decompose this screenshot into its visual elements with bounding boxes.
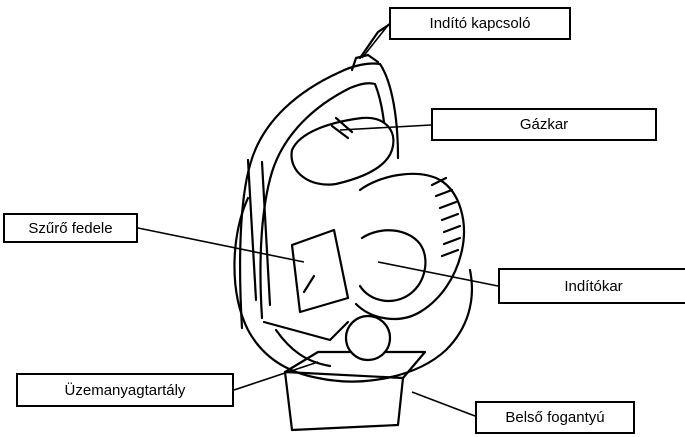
label-gazkar: Gázkar [431, 108, 657, 141]
label-indito-kapcsolo: Indító kapcsoló [389, 7, 571, 40]
starter-knob [346, 316, 390, 360]
machine-illustration [234, 24, 471, 430]
label-inditokar: Indítókar [498, 268, 685, 304]
label-belso-fogantyu: Belső fogantyú [475, 401, 635, 434]
leader-indito-kapcsolo [362, 24, 389, 58]
filter-cover [292, 230, 348, 312]
leader-belso-fogantyu [412, 392, 475, 416]
front-strut [248, 160, 270, 305]
label-szuro-fedele: Szűrő fedele [3, 213, 138, 243]
leader-szuro-fedele [138, 228, 304, 262]
label-uzemanyagtartaly: Üzemanyagtartály [16, 373, 234, 407]
